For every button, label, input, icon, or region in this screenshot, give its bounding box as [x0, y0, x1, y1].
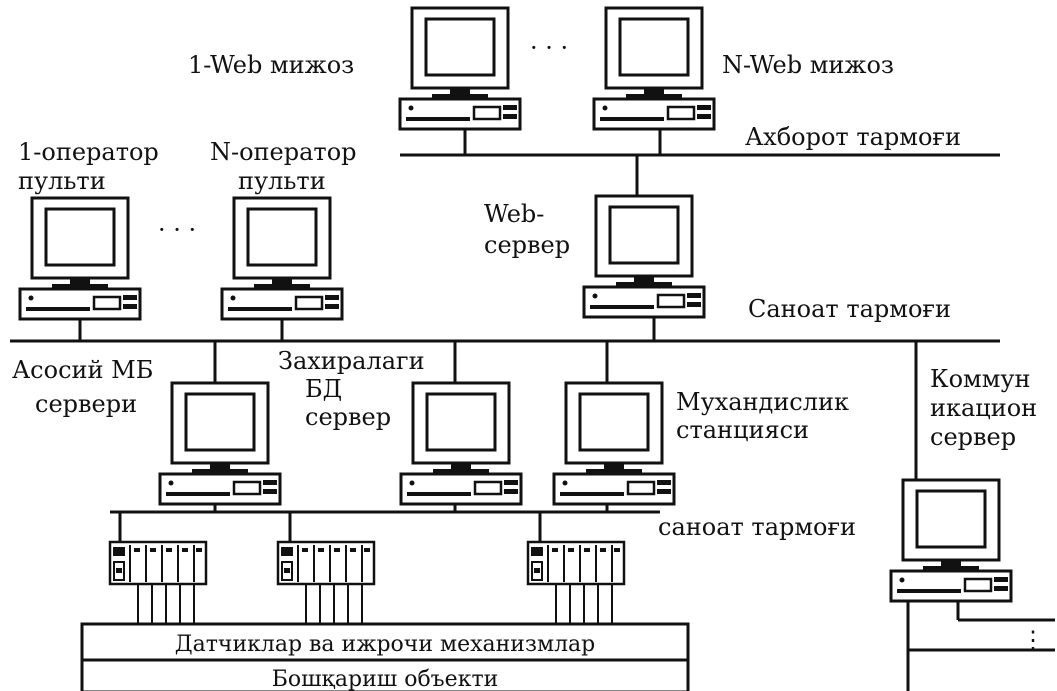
web-client-1-label: 1-Web мижоз [188, 51, 354, 79]
backup-db-server-icon [399, 381, 523, 506]
controller-wires [137, 584, 613, 624]
web-server-label-line1: Web- [484, 200, 544, 228]
engineering-station-label-line2: станцияси [676, 416, 809, 444]
comm-server-label-line3: сервер [930, 423, 1016, 451]
operator-n-icon [220, 196, 344, 321]
backup-db-server-label-line1: Захиралаги [278, 347, 425, 375]
ellipsis-top: · · · [530, 34, 568, 62]
operator-1-label-line1: 1-оператор [18, 138, 159, 166]
control-object-label: Бошқариш объекти [272, 667, 499, 691]
web-client-1-icon [398, 6, 522, 131]
controller-1-icon [108, 540, 208, 586]
web-client-n-label: N-Web мижоз [722, 51, 894, 79]
comm-server-label-line2: икацион [930, 394, 1037, 422]
main-db-server-label-line1: Асосий МБ [12, 356, 153, 384]
engineering-station-icon [552, 381, 676, 506]
operator-1-icon [18, 196, 142, 321]
lower-industrial-network-label: саноат тармоғи [658, 513, 856, 541]
controller-2-icon [276, 540, 376, 586]
operator-n-label-line2: пульти [238, 167, 326, 195]
web-server-icon [582, 194, 706, 319]
operator-1-label-line2: пульти [18, 167, 106, 195]
industrial-network-label: Саноат тармоғи [748, 295, 951, 323]
comm-server-label-line1: Коммун [930, 365, 1030, 393]
control-object-box [80, 622, 690, 691]
vertical-ellipsis: ⋮ [1021, 626, 1045, 654]
sensors-label: Датчиклар ва ижрочи механизмлар [175, 632, 596, 657]
info-network-label: Ахборот тармоғи [745, 123, 961, 151]
controller-3-icon [526, 540, 626, 586]
web-client-n-icon [592, 6, 716, 131]
backup-db-server-label-line2: БД [305, 375, 342, 403]
engineering-station-label-line1: Мухандислик [676, 388, 849, 416]
ellipsis-mid: · · · [158, 216, 196, 244]
operator-n-label-line1: N-оператор [210, 138, 357, 166]
comm-server-icon [889, 478, 1013, 603]
main-db-server-label-line2: сервери [35, 390, 137, 418]
backup-db-server-label-line3: сервер [305, 403, 391, 431]
main-db-server-icon [158, 381, 282, 506]
web-server-label-line2: сервер [484, 231, 570, 259]
